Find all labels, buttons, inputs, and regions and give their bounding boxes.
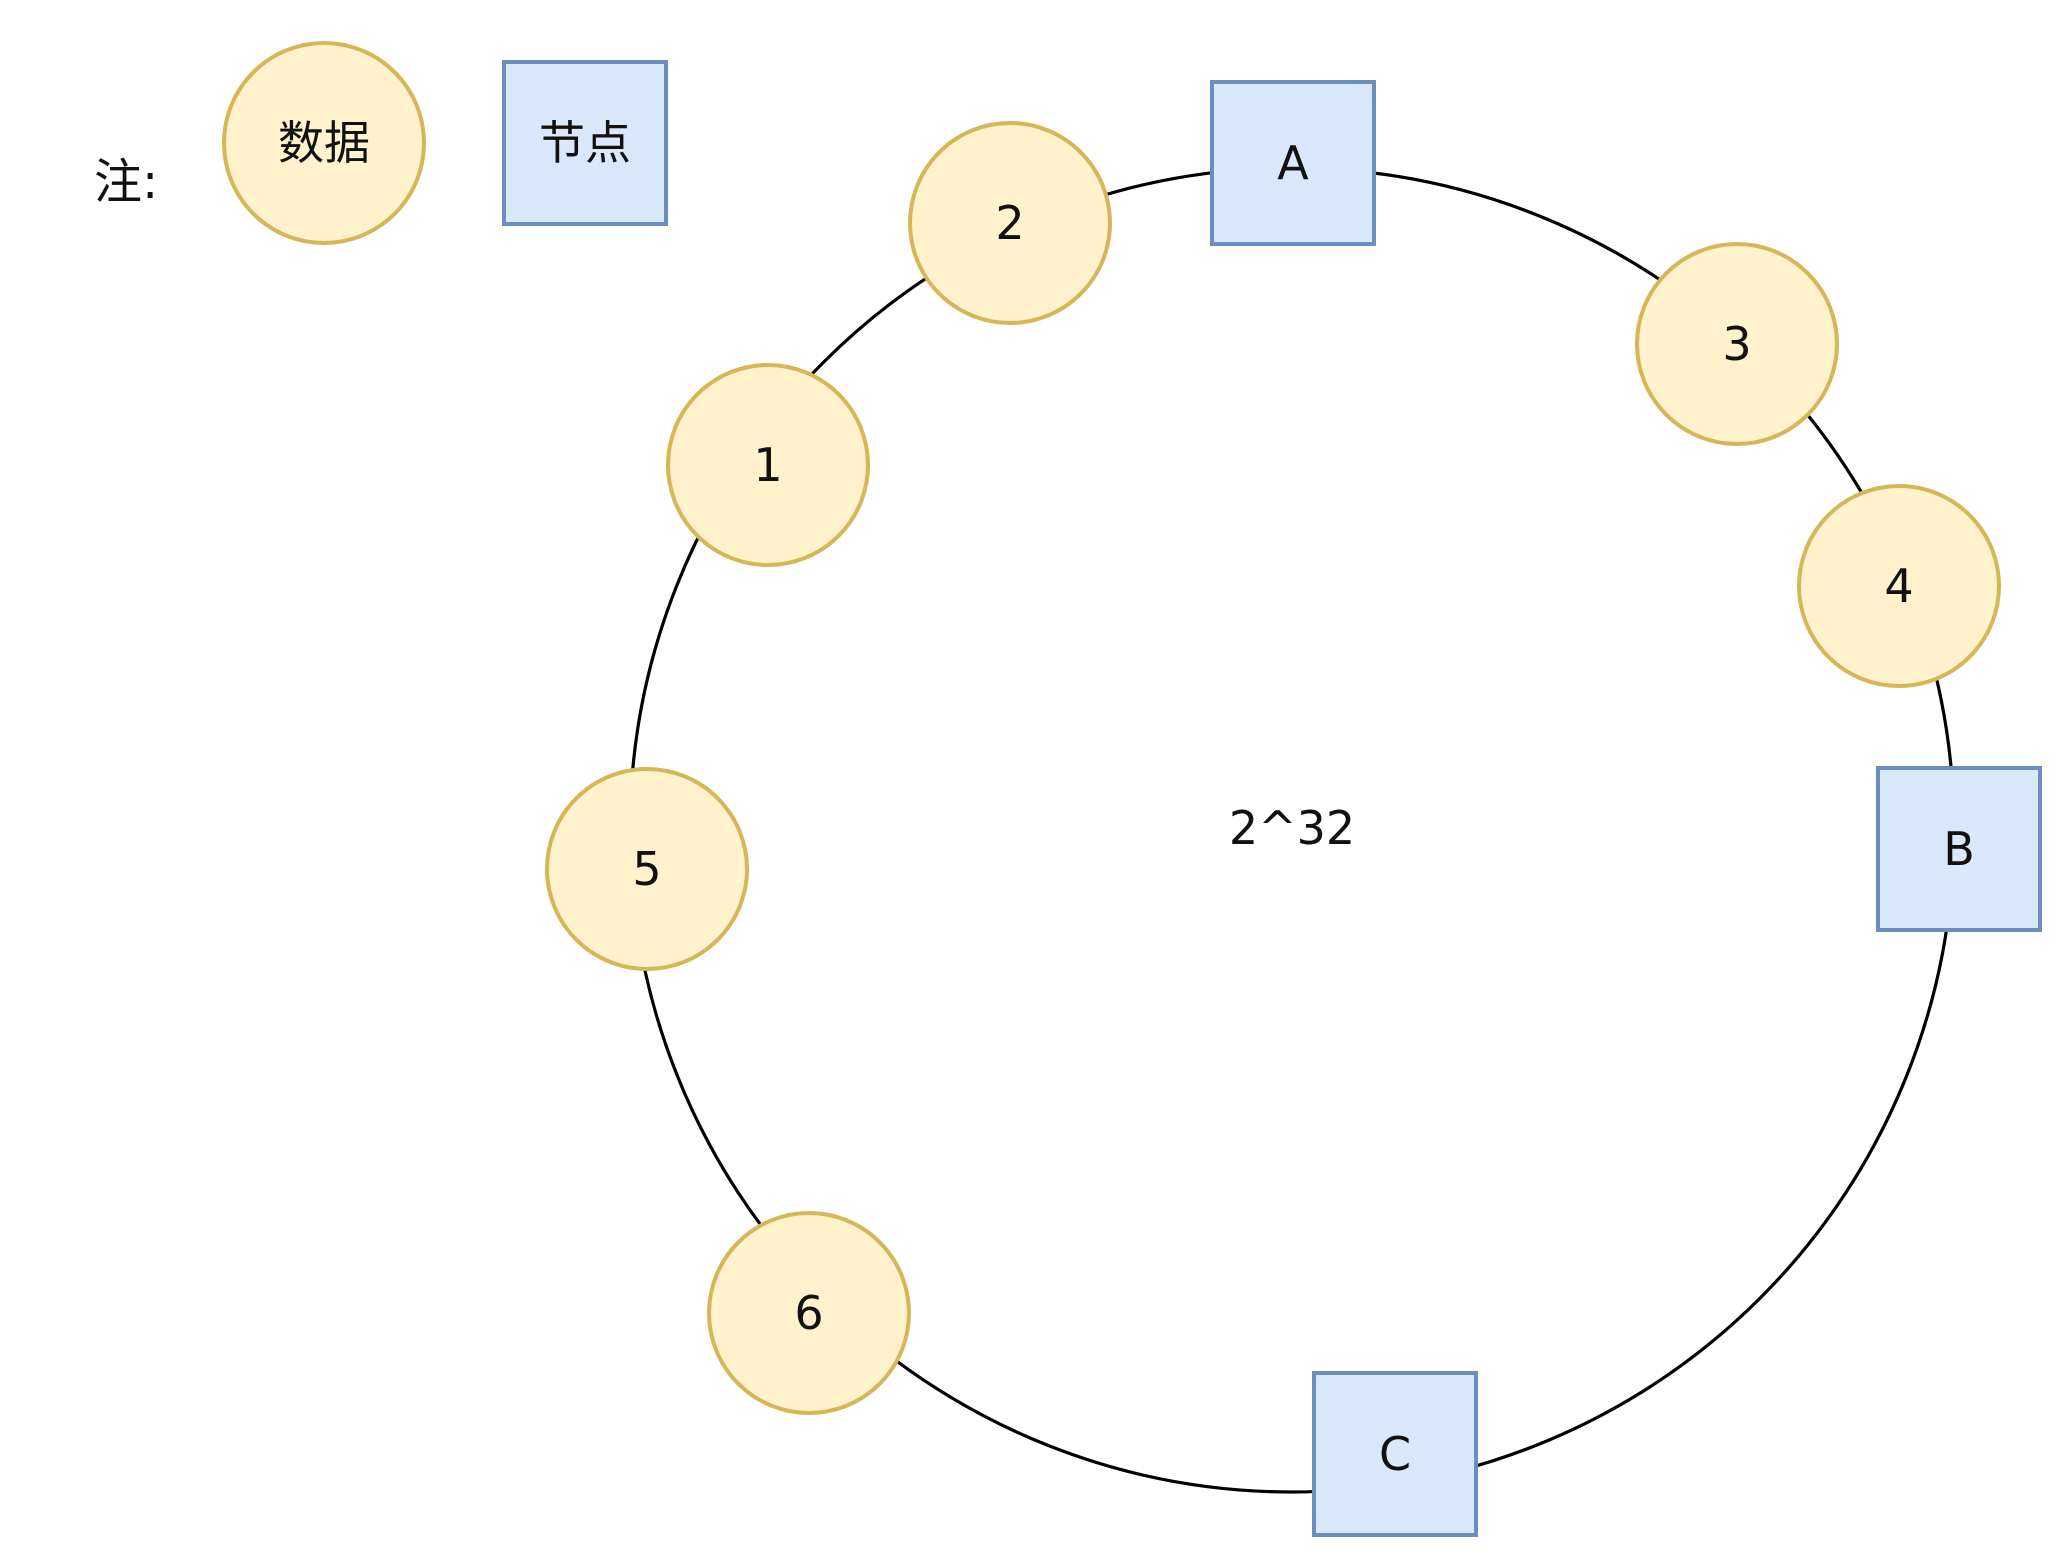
node-c-square [1312, 1371, 1478, 1537]
data-label-4: 4 [1884, 559, 1913, 613]
node-b: B [1876, 766, 2042, 932]
node-b-label: B [1943, 822, 1975, 876]
node-c-label: C [1379, 1427, 1411, 1481]
node-a-label: A [1277, 136, 1309, 190]
data-label-5: 5 [632, 842, 661, 896]
node-a: A [1210, 80, 1376, 246]
legend-data-item: 数据 [222, 41, 426, 245]
legend-data-label: 数据 [278, 116, 370, 170]
node-c: C [1312, 1371, 1478, 1537]
legend-note-label: 注: [94, 154, 158, 210]
data-circle-3 [1635, 242, 1839, 446]
legend-data-circle [222, 41, 426, 245]
data-label-6: 6 [794, 1286, 823, 1340]
data-circle-2 [908, 121, 1112, 325]
data-circle-4 [1797, 484, 2001, 688]
data-circle-1 [666, 363, 870, 567]
data-label-1: 1 [753, 438, 782, 492]
data-item-4: 4 [1797, 484, 2001, 688]
legend-node-item: 节点 [502, 60, 668, 226]
data-item-6: 6 [707, 1211, 911, 1415]
data-item-5: 5 [545, 767, 749, 971]
data-item-2: 2 [908, 121, 1112, 325]
data-item-3: 3 [1635, 242, 1839, 446]
data-circle-5 [545, 767, 749, 971]
data-item-1: 1 [666, 363, 870, 567]
legend-node-square [502, 60, 668, 226]
data-label-2: 2 [995, 196, 1024, 250]
legend-node-label: 节点 [539, 116, 631, 170]
node-b-square [1876, 766, 2042, 932]
ring-center-label: 2^32 [1229, 801, 1355, 855]
node-a-square [1210, 80, 1376, 246]
data-circle-6 [707, 1211, 911, 1415]
data-label-3: 3 [1722, 317, 1751, 371]
